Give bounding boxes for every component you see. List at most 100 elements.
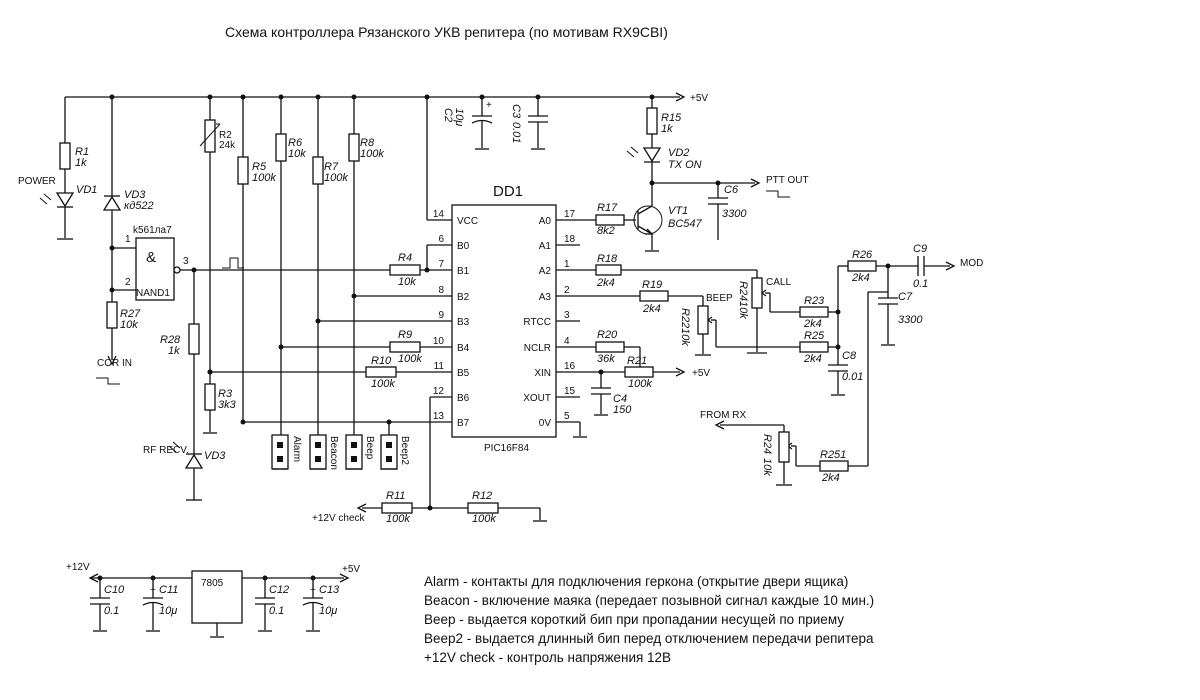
ic-pin-number: 10 xyxy=(433,336,445,347)
r6-ref: R6 xyxy=(288,137,303,149)
vd3b-ref: VD3 xyxy=(204,450,226,462)
c6-ref: C6 xyxy=(724,184,739,196)
r25-value: 2k4 xyxy=(803,353,822,365)
ic-pin-number: 3 xyxy=(564,310,570,321)
c13-ref: C13 xyxy=(319,584,340,596)
decoupling-caps: + C2 10μ C3 0.01 xyxy=(442,97,548,150)
c8-ref: C8 xyxy=(842,350,857,362)
audio-section: R18 2k4 CALL R24 10k R19 2k4 BEEP R22 10… xyxy=(573,243,983,486)
ic-pin-number: 17 xyxy=(564,209,576,220)
ic-pin-label: A3 xyxy=(539,292,552,303)
c7-ref: C7 xyxy=(898,291,913,303)
ic-pin-number: 14 xyxy=(433,209,445,220)
r24a-value: 10k xyxy=(737,301,749,319)
r15-value: 1k xyxy=(661,123,673,135)
ic-pin-label: XIN xyxy=(534,368,551,379)
c12-ref: C12 xyxy=(269,584,289,596)
c12-value: 0.1 xyxy=(269,605,284,617)
gate-pin1: 1 xyxy=(125,234,131,245)
net-label-call: CALL xyxy=(766,277,791,288)
r20-ref: R20 xyxy=(597,329,618,341)
vd3a-ref: VD3 xyxy=(124,189,146,201)
r2-r3-divider: R2 24k R3 3k3 xyxy=(199,97,237,434)
voltage-check-divider: R11 100k R12 100k +12V check xyxy=(312,490,547,525)
c2-value: 10μ xyxy=(453,108,465,126)
ic-pin-label: NCLR xyxy=(524,343,551,354)
c2-ref: C2 xyxy=(442,108,454,122)
ic-pin-label: 0V xyxy=(539,418,552,429)
c11-ref: C11 xyxy=(159,584,178,596)
r18-value: 2k4 xyxy=(596,277,615,289)
r24b-value: 10k xyxy=(761,458,773,476)
c11-value: 10μ xyxy=(159,605,177,617)
net-label-corin: COR IN xyxy=(97,358,132,369)
r18-ref: R18 xyxy=(597,253,618,265)
r2-ref: R2 xyxy=(219,130,232,141)
net-label-v12: +12V xyxy=(66,562,90,573)
svg-text:+: + xyxy=(150,585,156,596)
pullup-resistors: R5 100k R6 10k R7 100k R8 100k xyxy=(207,97,384,435)
ic-pin-label: B2 xyxy=(457,292,470,303)
r4-value: 10k xyxy=(398,276,416,288)
tx-section: R15 1k VD2 TX ON PTT OUT C6 3300 R17 8k2… xyxy=(595,97,809,252)
r5-value: 100k xyxy=(252,172,276,184)
c10-value: 0.1 xyxy=(104,605,119,617)
jumper-beacon[interactable]: Beacon xyxy=(309,434,339,470)
vcc-rail: +5V xyxy=(65,92,708,104)
r9-ref: R9 xyxy=(398,329,412,341)
ic-pin-number: 18 xyxy=(564,234,576,245)
ic-pin-label: A0 xyxy=(539,216,552,227)
r10-value: 100k xyxy=(371,378,395,390)
r12-ref: R12 xyxy=(472,490,492,502)
svg-text:+: + xyxy=(310,585,316,596)
jumper-label-beep: Beep xyxy=(364,436,375,460)
jumper-alarm[interactable]: Alarm xyxy=(271,434,302,470)
c9-ref: C9 xyxy=(913,243,927,255)
ic-pin-label: B1 xyxy=(457,266,470,277)
legend-item-check: +12V check - контроль напряжения 12В xyxy=(424,650,672,665)
ic-pin-number: 8 xyxy=(438,285,444,296)
ic-pin-label: B6 xyxy=(457,393,470,404)
jumper-label-beep2: Beep2 xyxy=(399,436,410,465)
nand-section: VD3 кд522 R27 10k COR IN 1 2 & NAND1 k56… xyxy=(96,97,427,385)
r22-ref: R22 xyxy=(679,308,691,328)
r23-value: 2k4 xyxy=(803,318,822,330)
jumper-beep2[interactable]: Beep2 xyxy=(380,434,410,470)
net-label-vplus: +5V xyxy=(690,93,708,104)
r3-value: 3k3 xyxy=(218,399,237,411)
ic-pin-number: 1 xyxy=(564,259,570,270)
ic-pin-number: 12 xyxy=(433,386,445,397)
r1-value: 1k xyxy=(75,157,87,169)
gate-pin3: 3 xyxy=(183,256,189,267)
gate-type: k561ла7 xyxy=(133,225,172,236)
legend-item-beacon: Beacon - включение маяка (передает позыв… xyxy=(424,593,875,608)
c6-value: 3300 xyxy=(722,208,747,220)
ic-pin-label: B7 xyxy=(457,418,470,429)
gate-symbol: & xyxy=(146,249,156,266)
r23-ref: R23 xyxy=(804,295,825,307)
r8-value: 100k xyxy=(360,148,384,160)
net-label-txon: TX ON xyxy=(668,159,702,171)
c4-value: 150 xyxy=(613,404,632,416)
r19-ref: R19 xyxy=(642,279,662,291)
gate-pin2: 2 xyxy=(125,277,131,288)
r19-value: 2k4 xyxy=(642,303,661,315)
ic-pin-label: B4 xyxy=(457,343,470,354)
c13-value: 10μ xyxy=(319,605,337,617)
net-label-fromrx: FROM RX xyxy=(700,410,746,421)
legend-item-alarm: Alarm - контакты для подключения геркона… xyxy=(424,574,849,589)
net-label-mod: MOD xyxy=(960,258,983,269)
jumper-label-alarm: Alarm xyxy=(291,436,302,462)
net-label-v5: +5V xyxy=(342,564,360,575)
ic-pin-label: B5 xyxy=(457,368,470,379)
r17-ref: R17 xyxy=(597,202,618,214)
ic-dd1: DD1 PIC16F84 xyxy=(451,183,640,454)
net-label-beep: BEEP xyxy=(706,293,733,304)
vd3a-value: кд522 xyxy=(124,200,154,212)
r8-ref: R8 xyxy=(360,137,375,149)
vt1-ref: VT1 xyxy=(668,205,688,217)
jumper-label-beacon: Beacon xyxy=(328,436,339,470)
jumper-beep[interactable]: Beep xyxy=(345,434,375,470)
